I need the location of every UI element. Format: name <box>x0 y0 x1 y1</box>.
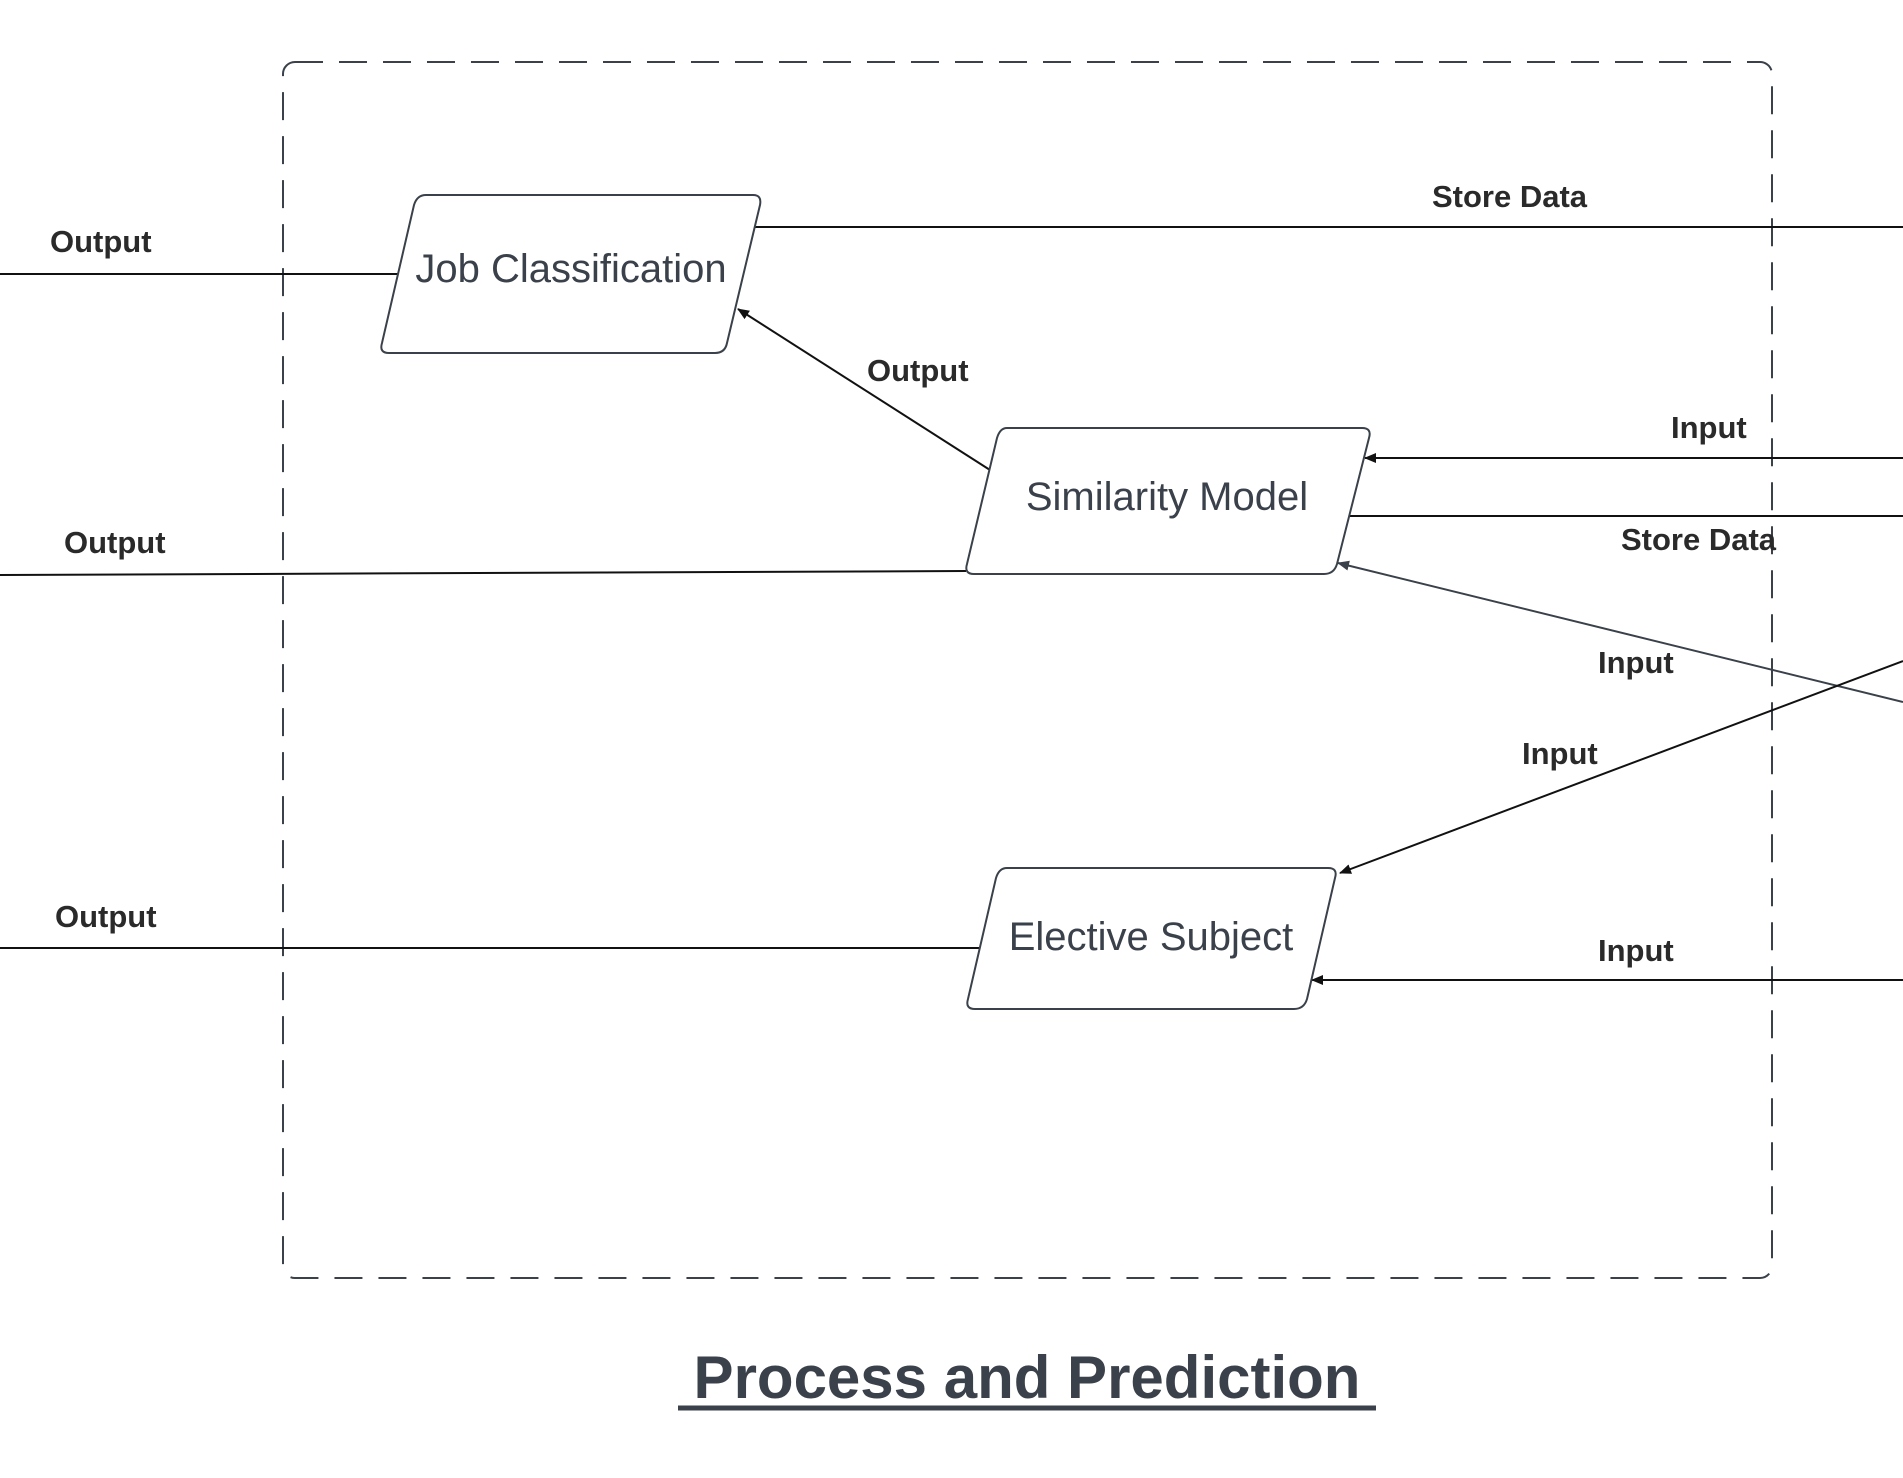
label-input-sim-top: Input <box>1671 410 1747 445</box>
label-output-job-left: Output <box>50 224 152 259</box>
edge-sim-to-job-output <box>737 308 991 471</box>
diagram-caption: Process and Prediction <box>694 1344 1361 1411</box>
similarity-model-shape <box>965 427 1371 575</box>
label-store-data-job: Store Data <box>1432 179 1588 214</box>
edge-sim-input-diagonal <box>1337 560 1903 703</box>
elective-subject-label: Elective Subject <box>1009 915 1294 959</box>
label-output-sim-left: Output <box>64 525 166 560</box>
label-input-sim-diag: Input <box>1598 645 1674 680</box>
label-input-elective-diag: Input <box>1522 736 1598 771</box>
node-elective-subject[interactable]: Elective Subject <box>966 867 1337 1010</box>
label-output-elective-left: Output <box>55 899 157 934</box>
label-store-data-sim: Store Data <box>1621 522 1777 557</box>
job-classification-shape <box>380 194 762 354</box>
elective-subject-shape <box>966 867 1337 1010</box>
label-output-sim-to-job: Output <box>867 353 969 388</box>
edge-elective-input-diagonal <box>1339 660 1903 874</box>
edge-sim-output-left <box>0 570 967 576</box>
label-input-elective-bottom: Input <box>1598 933 1674 968</box>
node-job-classification[interactable]: Job Classification <box>380 194 762 354</box>
job-classification-label: Job Classification <box>415 247 726 291</box>
similarity-model-label: Similarity Model <box>1026 475 1308 519</box>
node-similarity-model[interactable]: Similarity Model <box>965 427 1371 575</box>
